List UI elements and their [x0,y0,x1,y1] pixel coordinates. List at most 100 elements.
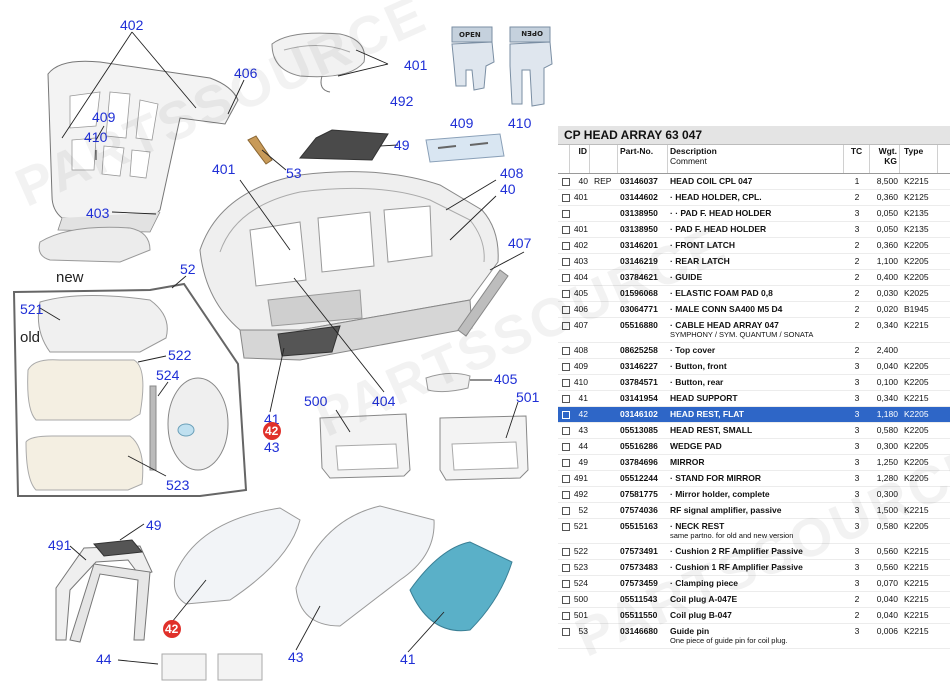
row-description-text: · Mirror holder, complete [670,489,770,499]
row-checkbox[interactable] [558,455,570,470]
row-checkbox-box[interactable] [562,178,570,186]
row-checkbox[interactable] [558,487,570,502]
row-checkbox-box[interactable] [562,612,570,620]
row-tc: 2 [854,288,860,298]
row-checkbox[interactable] [558,286,570,301]
row-checkbox[interactable] [558,222,570,237]
row-checkbox[interactable] [558,254,570,269]
row-checkbox[interactable] [558,519,570,543]
row-checkbox[interactable] [558,608,570,623]
row-checkbox[interactable] [558,302,570,317]
row-checkbox-box[interactable] [562,274,570,282]
row-checkbox-box[interactable] [562,379,570,387]
row-checkbox-box[interactable] [562,580,570,588]
row-checkbox-box[interactable] [562,523,570,531]
row-checkbox[interactable] [558,238,570,253]
row-checkbox[interactable] [558,206,570,221]
row-partno: 03146037 [620,176,658,186]
row-checkbox[interactable] [558,592,570,607]
row-checkbox-box[interactable] [562,306,570,314]
row-checkbox[interactable] [558,190,570,205]
row-checkbox-box[interactable] [562,596,570,604]
row-checkbox[interactable] [558,560,570,575]
row-checkbox-box[interactable] [562,194,570,202]
row-id: 522 [573,546,588,556]
row-tc: 2 [854,320,860,330]
header-partno[interactable]: Part-No. [618,145,668,173]
row-checkbox[interactable] [558,471,570,486]
row-type: K2215 [904,562,929,572]
row-checkbox[interactable] [558,407,570,422]
row-checkbox-box[interactable] [562,507,570,515]
row-checkbox[interactable] [558,359,570,374]
row-checkbox[interactable] [558,544,570,559]
row-checkbox-box[interactable] [562,411,570,419]
row-checkbox-box[interactable] [562,628,570,636]
row-checkbox-box[interactable] [562,427,570,435]
new-label: new [56,269,84,286]
header-weight[interactable]: Wgt. KG [870,145,900,173]
row-checkbox[interactable] [558,343,570,358]
row-checkbox-box[interactable] [562,322,570,330]
row-checkbox[interactable] [558,624,570,648]
row-checkbox-box[interactable] [562,242,570,250]
row-checkbox[interactable] [558,423,570,438]
row-checkbox-box[interactable] [562,459,570,467]
row-checkbox[interactable] [558,270,570,285]
row-checkbox-box[interactable] [562,395,570,403]
row-checkbox[interactable] [558,576,570,591]
row-checkbox[interactable] [558,503,570,518]
row-description-text: · Cushion 2 RF Amplifier Passive [670,546,803,556]
row-checkbox[interactable] [558,318,570,342]
row-checkbox-box[interactable] [562,226,570,234]
row-checkbox-box[interactable] [562,290,570,298]
row-checkbox-box[interactable] [562,210,570,218]
header-id[interactable]: ID [570,145,590,173]
row-checkbox[interactable] [558,174,570,189]
row-checkbox-box[interactable] [562,475,570,483]
row-checkbox[interactable] [558,439,570,454]
row-checkbox-box[interactable] [562,347,570,355]
row-type: K2215 [904,610,929,620]
header-tc[interactable]: TC [844,145,870,173]
header-type[interactable]: Type [900,145,938,173]
row-checkbox[interactable] [558,375,570,390]
row-checkbox-box[interactable] [562,564,570,572]
row-checkbox-box[interactable] [562,363,570,371]
header-description[interactable]: Description Comment [668,145,844,173]
button-rear-part: OPEN [509,26,553,107]
row-checkbox-box[interactable] [562,443,570,451]
row-checkbox-box[interactable] [562,548,570,556]
row-checkbox-box[interactable] [562,258,570,266]
row-checkbox-box[interactable] [562,491,570,499]
row-checkbox[interactable] [558,391,570,406]
